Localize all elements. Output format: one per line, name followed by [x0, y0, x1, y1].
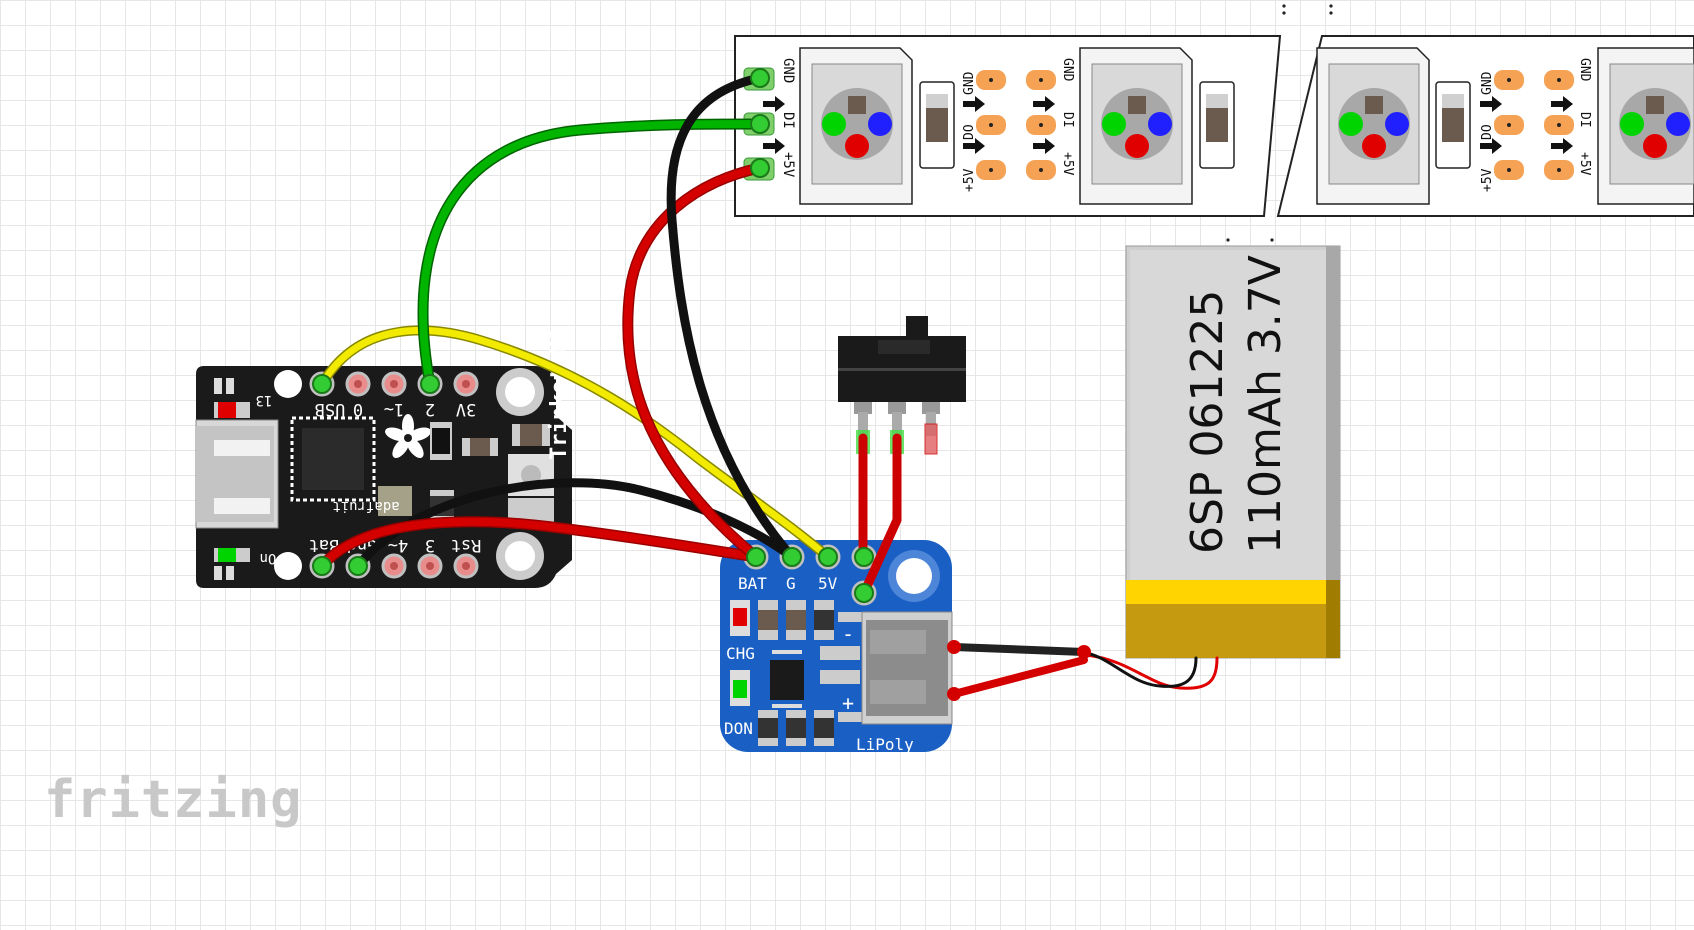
wires[interactable] [312, 68, 1219, 701]
trinket-mounting-holes [274, 368, 544, 580]
strip-label-5v-out: +5V [962, 168, 977, 192]
pin-label-3: 3 [425, 535, 435, 555]
strip2-label-5v-out: +5V [1480, 168, 1495, 192]
wire-black-strip-gnd[interactable] [666, 73, 797, 562]
wire-jst-red[interactable] [950, 656, 1088, 698]
capacitor-3 [1435, 81, 1471, 169]
led-pixel-2 [1079, 47, 1193, 205]
wire-red-strip-5v[interactable] [623, 164, 764, 561]
pin-label-3v: 3V [456, 399, 476, 419]
led-strip[interactable]: GND DI +5V [734, 4, 1694, 242]
strip-label-5v-in: +5V [780, 152, 796, 178]
on-led-label: On [260, 550, 277, 566]
jst-battery-connector[interactable] [861, 611, 953, 725]
strip2-label-di-in: DI [1577, 112, 1592, 128]
wire-jst-black[interactable] [950, 643, 1088, 656]
minus-label: - [842, 622, 854, 646]
strip2-label-gnd-out: GND [1480, 71, 1495, 95]
microcontroller-chip [290, 416, 376, 502]
wire-endpoints [312, 68, 874, 603]
strip-label-di-in: DI [780, 112, 796, 129]
led-pixel-3 [1316, 47, 1430, 205]
pin-label-2: 2 [425, 399, 435, 419]
led-pixel-4 [1597, 47, 1694, 205]
battery-lead-black[interactable] [1080, 650, 1198, 688]
strip2-label-gnd-in: GND [1577, 58, 1592, 82]
charger-pin-g: G [786, 574, 796, 593]
lipo-battery[interactable]: 6SP 061225 110mAh 3.7V [1125, 245, 1341, 659]
wire-yellow-usb-5v[interactable] [318, 327, 832, 561]
wire-switch-to-charger-2[interactable] [859, 433, 902, 598]
battery-label-model: 6SP 061225 [1182, 290, 1233, 554]
strip-label-gnd-out: GND [962, 71, 977, 95]
charger-components [730, 600, 864, 746]
board-name-label: Trinket M0 [547, 328, 572, 460]
switch-knob[interactable] [906, 316, 928, 338]
pin-label-usb: USB [315, 399, 346, 419]
slide-switch[interactable] [838, 316, 966, 455]
fritzing-logo: fritzing [44, 770, 303, 830]
lipoly-label: LiPoly [856, 735, 914, 754]
strip2-label-5v-in: +5V [1577, 152, 1592, 176]
capacitor-2 [1199, 81, 1235, 169]
wire-red-bat[interactable] [318, 517, 760, 570]
battery-lead-red[interactable] [1084, 653, 1219, 690]
strip2-label-do-out: DO [1480, 124, 1495, 140]
strip-label-gnd-in: GND [780, 58, 796, 83]
strip-arrows [763, 96, 1573, 154]
chg-label: CHG [726, 644, 755, 663]
adafruit-flower-icon [385, 414, 431, 459]
battery-label-capacity: 110mAh 3.7V [1240, 255, 1291, 554]
strip-label-gnd-in-2: GND [1060, 58, 1075, 82]
done-label: DON [724, 719, 753, 738]
wire-black-gnd[interactable] [353, 478, 797, 571]
pin-label-1: 1~ [384, 399, 404, 419]
plus-label: + [842, 691, 854, 715]
brand-label: adafruit [332, 498, 399, 514]
strip-label-5v-in-2: +5V [1060, 152, 1075, 176]
strip-label-di-in-2: DI [1060, 112, 1075, 128]
strip-label-do-out: DO [962, 124, 977, 140]
charger-pin-bat: BAT [738, 574, 767, 593]
pin-label-rst: Rst [451, 535, 482, 555]
charger-pin-5v: 5V [818, 574, 838, 593]
wire-green-data[interactable] [419, 120, 764, 388]
trinket-m0-board[interactable]: USB 0 1~ 2 3V Bat Gnd 4~ 3 Rst 13 On ada… [195, 328, 572, 588]
cut-marks [1226, 4, 1333, 242]
lipoly-charger-board[interactable]: BAT G 5V CHG DON LiPoly - + [720, 540, 953, 754]
micro-usb-connector [195, 419, 279, 529]
pin-label-4: 4~ [388, 535, 408, 555]
pin-label-0: 0 [353, 399, 363, 419]
capacitor-1 [919, 81, 955, 169]
led-label-13: 13 [256, 392, 273, 408]
led-pixel-1 [799, 47, 913, 205]
wire-green-outline [417, 118, 766, 390]
